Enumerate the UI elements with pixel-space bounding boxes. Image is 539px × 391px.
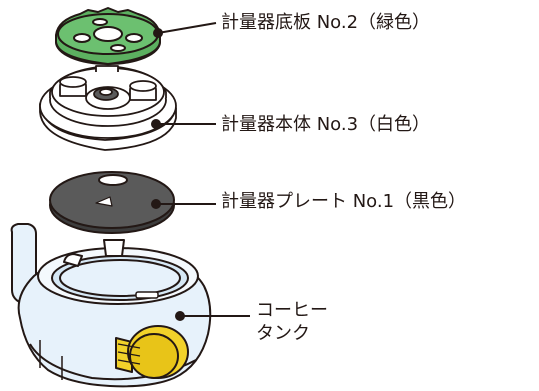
label-base-plate: 計量器底板 No.2（緑色） <box>221 12 431 33</box>
green-base-plate <box>55 7 161 65</box>
label-measuring-body: 計量器本体 No.3（白色） <box>221 114 431 135</box>
black-measuring-plate <box>49 171 175 234</box>
yellow-lid-dial <box>115 325 189 379</box>
label-measuring-plate: 計量器プレート No.1（黒色） <box>221 191 467 212</box>
label-coffee-tank-line1: コーヒー <box>256 300 328 321</box>
callout-line-base-plate <box>157 22 217 34</box>
white-measuring-body <box>39 65 177 151</box>
label-coffee-tank-line2: タンク <box>256 323 310 344</box>
